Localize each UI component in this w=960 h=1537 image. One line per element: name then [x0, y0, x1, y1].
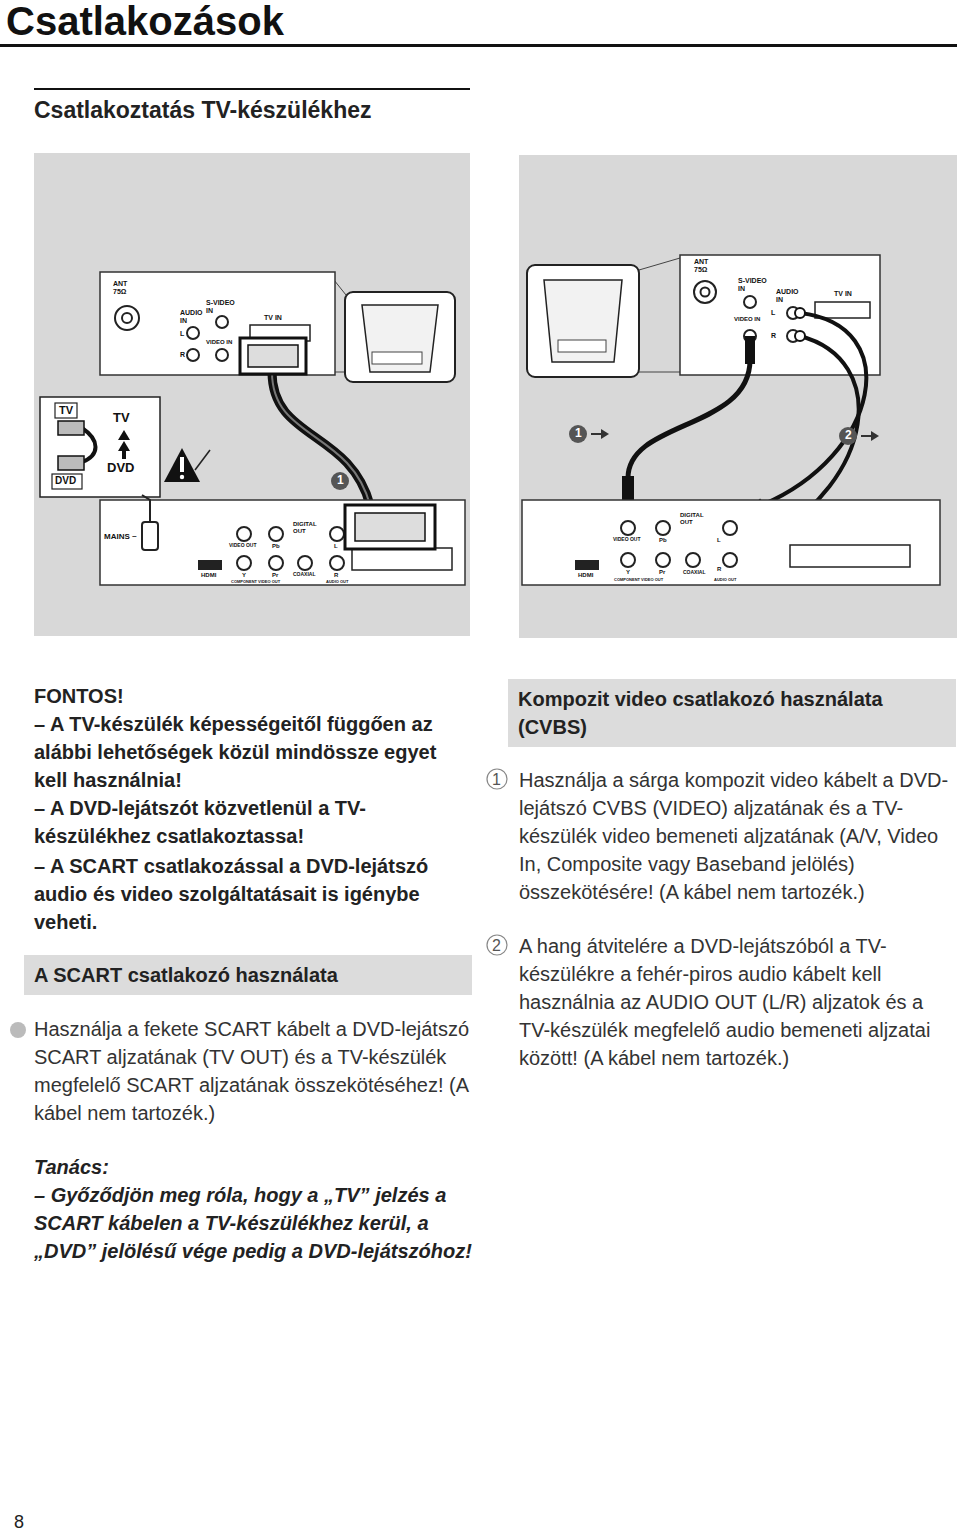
- sticker-label: DVD: [55, 475, 76, 487]
- port-label: L: [180, 330, 184, 338]
- port-label: L: [717, 537, 721, 544]
- inset-label: DVD: [107, 461, 134, 476]
- page-number: 8: [14, 1508, 24, 1536]
- note-text: – A DVD-lejátszót közvetlenül a TV-készü…: [34, 794, 474, 850]
- note-heading: FONTOS!: [34, 682, 464, 710]
- port-label: COAXIAL: [683, 570, 706, 576]
- port-label: COMPONENT VIDEO OUT: [231, 580, 280, 585]
- port-label: VIDEO IN: [206, 339, 232, 346]
- section-heading-band: A SCART csatlakozó használata: [24, 955, 472, 995]
- port-label: HDMI: [201, 572, 216, 579]
- body-text: Használja a sárga kompozit video kábelt …: [519, 766, 959, 906]
- port-label: TV IN: [834, 290, 852, 298]
- tip-text: – Győződjön meg róla, hogy a „TV” jelzés…: [34, 1181, 474, 1265]
- port-label: Y: [626, 569, 630, 576]
- port-label: COMPONENT VIDEO OUT: [614, 578, 663, 583]
- port-label: VIDEO OUT: [229, 543, 257, 549]
- port-label: MAINS ~: [104, 532, 137, 541]
- port-label: Pr: [272, 572, 278, 579]
- subheading: Csatlakoztatás TV-készülékhez: [34, 96, 371, 124]
- port-label: AUDIO IN: [180, 309, 206, 325]
- port-label: VIDEO IN: [734, 316, 760, 323]
- section-heading: A SCART csatlakozó használata: [34, 961, 462, 989]
- callout-number: 2: [845, 429, 852, 443]
- port-label: Pb: [659, 537, 667, 544]
- port-label: R: [771, 332, 776, 340]
- body-text: A hang átvitelére a DVD-lejátszóból a TV…: [519, 932, 959, 1072]
- port-label: ANT 75Ω: [113, 280, 137, 296]
- callout-number: 1: [337, 474, 344, 488]
- step-number: 2: [492, 932, 501, 960]
- port-label: AUDIO OUT: [326, 580, 348, 585]
- port-label: COAXIAL: [293, 572, 316, 578]
- port-label: R: [180, 351, 185, 359]
- port-label: VIDEO OUT: [613, 537, 641, 543]
- port-label: ANT 75Ω: [694, 258, 718, 274]
- port-label: AUDIO IN: [776, 288, 802, 304]
- port-label: DIGITAL OUT: [293, 521, 323, 535]
- port-label: Pr: [659, 569, 665, 576]
- tip-heading: Tanács:: [34, 1153, 109, 1181]
- port-label: Y: [242, 572, 246, 579]
- page-title: Csatlakozások: [6, 0, 284, 44]
- section-heading: Kompozit video csatlakozó használata (CV…: [518, 685, 946, 741]
- port-label: R: [717, 566, 721, 573]
- sticker-label: TV: [59, 404, 73, 417]
- port-label: S-VIDEO IN: [206, 299, 236, 315]
- port-label: R: [334, 572, 338, 579]
- inset-label: TV: [113, 411, 130, 426]
- port-label: TV IN: [264, 314, 282, 322]
- port-label: DIGITAL OUT: [680, 512, 710, 526]
- callout-number: 1: [575, 427, 582, 441]
- port-label: L: [771, 309, 775, 317]
- port-label: HDMI: [578, 572, 593, 579]
- port-label: AUDIO OUT: [714, 578, 736, 583]
- step-number: 1: [492, 766, 501, 794]
- port-label: L: [334, 543, 338, 550]
- section-heading-band: Kompozit video csatlakozó használata (CV…: [508, 679, 956, 747]
- note-text: – A SCART csatlakozással a DVD-lejátszó …: [34, 852, 474, 936]
- port-label: Pb: [272, 543, 280, 550]
- port-label: S-VIDEO IN: [738, 277, 768, 293]
- body-text: Használja a fekete SCART kábelt a DVD-le…: [34, 1015, 474, 1127]
- note-text: – A TV-készülék képességeitől függően az…: [34, 710, 474, 794]
